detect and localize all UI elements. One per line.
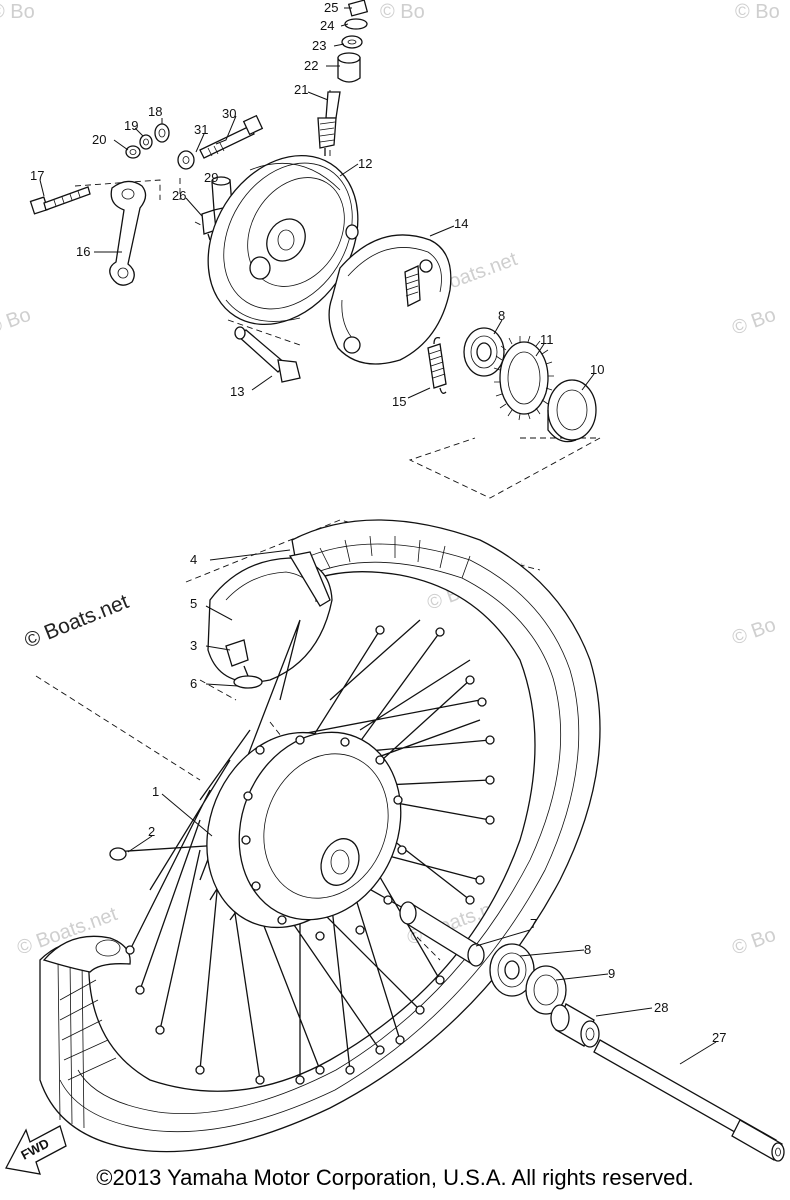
tire	[39, 519, 601, 1153]
callout-1: 1	[152, 784, 159, 799]
wheel-hub	[206, 731, 407, 941]
callout-leaders	[39, 7, 717, 1065]
brake-bolt-collar	[177, 114, 264, 170]
callout-8-upper: 8	[498, 308, 505, 323]
callout-27: 27	[712, 1030, 726, 1045]
callout-26: 26	[172, 188, 186, 203]
speedometer-gear-stack	[317, 0, 369, 156]
watermark: © Bo	[729, 614, 779, 650]
brake-torque-rod	[234, 326, 301, 383]
watermark: © Bo	[729, 304, 779, 340]
callout-2: 2	[148, 824, 155, 839]
callout-24: 24	[320, 18, 334, 33]
oil-seal-lower	[525, 965, 567, 1015]
callout-13: 13	[230, 384, 244, 399]
callout-11: 11	[540, 332, 554, 347]
callout-12: 12	[358, 156, 372, 171]
bearing-upper	[463, 327, 505, 377]
wheel-axle	[593, 1039, 785, 1162]
callout-14: 14	[454, 216, 468, 231]
callout-23: 23	[312, 38, 326, 53]
callout-8-lower: 8	[584, 942, 591, 957]
watermark-brand: © Boats.net	[21, 590, 132, 653]
watermark: © Bo	[729, 924, 779, 960]
speedometer-drive-gear	[493, 335, 554, 421]
callout-29: 29	[204, 170, 218, 185]
hub-spacer	[399, 901, 485, 967]
callout-19: 19	[124, 118, 138, 133]
callout-5: 5	[190, 596, 197, 611]
callout-25: 25	[324, 0, 338, 15]
brake-panel	[207, 154, 359, 326]
brake-lever	[29, 180, 147, 286]
callout-31: 31	[194, 122, 208, 137]
nut-washer-set	[125, 123, 170, 159]
callout-16: 16	[76, 244, 90, 259]
return-spring	[427, 336, 447, 394]
callout-30: 30	[222, 106, 236, 121]
callout-28: 28	[654, 1000, 668, 1015]
watermark: © Bo	[380, 1, 425, 23]
callout-labels: 25 24 23 22 21 30 31 18 19 20 17 16 29 2…	[30, 0, 726, 1045]
callout-18: 18	[148, 104, 162, 119]
copyright-notice: ©2013 Yamaha Motor Corporation, U.S.A. A…	[96, 1165, 694, 1190]
wheel-collar	[550, 1003, 600, 1048]
callout-21: 21	[294, 82, 308, 97]
callout-10: 10	[590, 362, 604, 377]
callout-7: 7	[530, 916, 537, 931]
watermark: © Bo	[0, 1, 35, 23]
callout-6: 6	[190, 676, 197, 691]
callout-3: 3	[190, 638, 197, 653]
tube-valve	[225, 639, 263, 689]
callout-22: 22	[304, 58, 318, 73]
watermark: © Bo	[0, 304, 34, 340]
callout-17: 17	[30, 168, 44, 183]
watermark: © Bo	[735, 1, 780, 23]
callout-20: 20	[92, 132, 106, 147]
oil-seal-upper	[547, 379, 597, 443]
forward-arrow: FWD	[5, 1125, 67, 1175]
spoke-nipples	[125, 625, 495, 1085]
brake-shoes	[328, 234, 452, 365]
callout-4: 4	[190, 552, 197, 567]
callout-9: 9	[608, 966, 615, 981]
bearing-lower	[489, 943, 535, 997]
callout-15: 15	[392, 394, 406, 409]
